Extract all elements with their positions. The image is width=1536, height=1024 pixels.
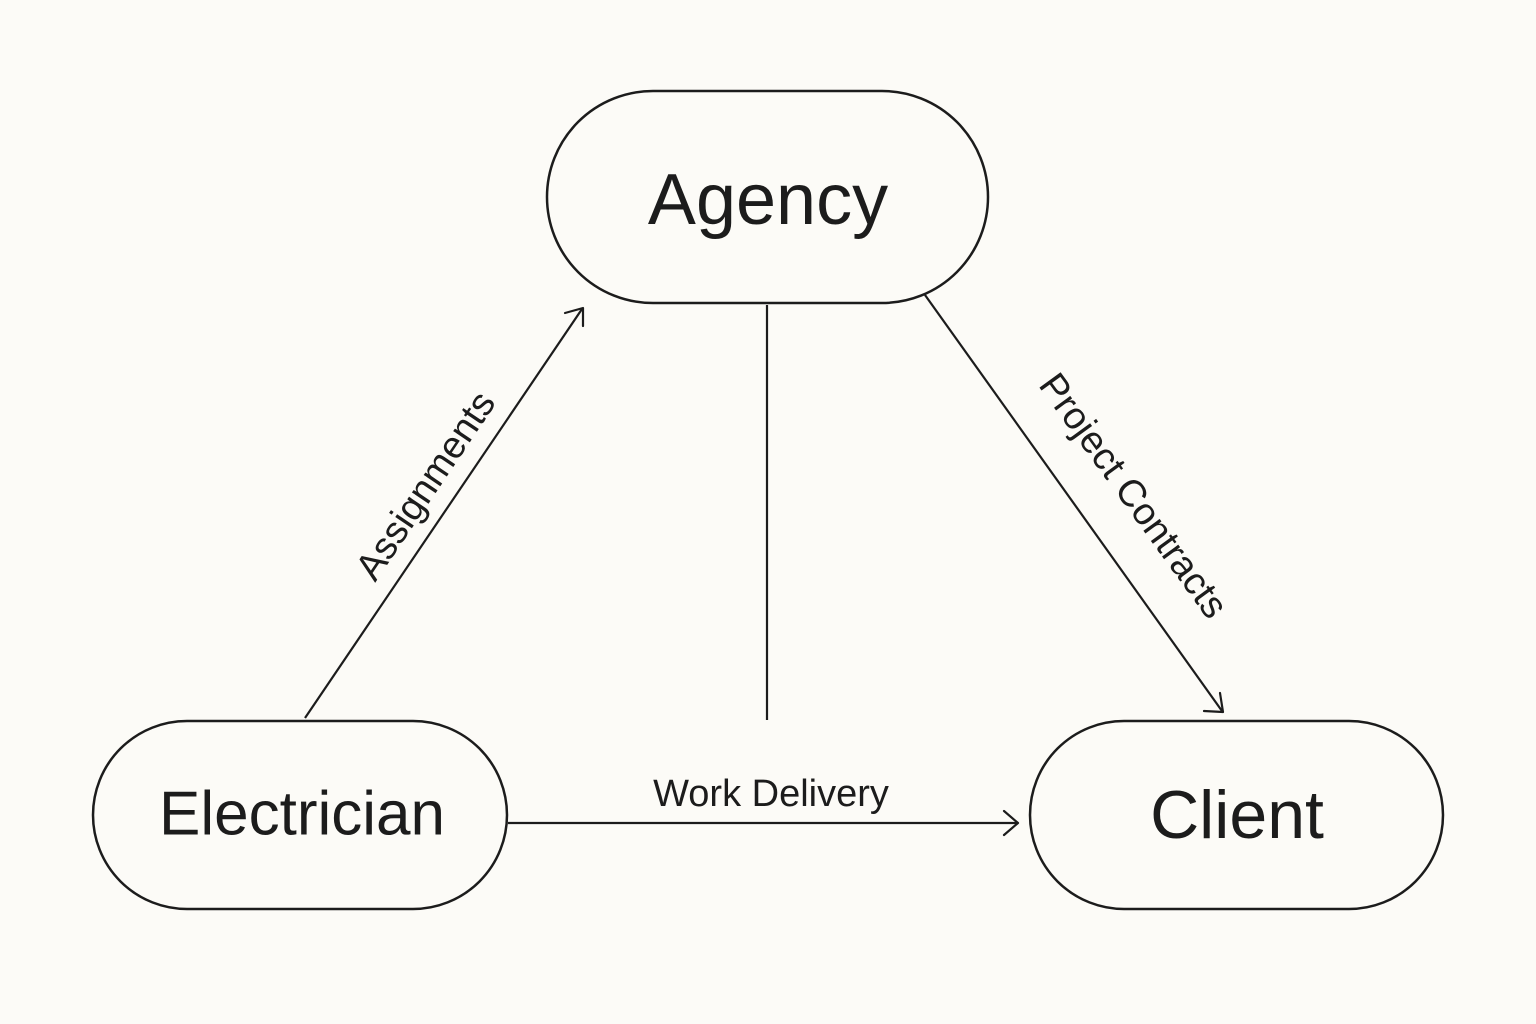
work-delivery-label: Work Delivery xyxy=(653,773,889,815)
work-delivery-arrowhead xyxy=(1002,809,1020,837)
assignments-label: Assignments xyxy=(348,384,504,588)
electrician-pill xyxy=(91,719,509,911)
edge-assignments xyxy=(304,306,585,719)
edge-work-delivery xyxy=(508,809,1020,837)
client-pill xyxy=(1028,719,1445,911)
node-client: Client xyxy=(1028,719,1445,911)
assignments-line xyxy=(304,308,583,719)
node-agency: Agency xyxy=(545,89,990,305)
edge-project-contracts xyxy=(924,294,1225,714)
agency-label: Agency xyxy=(648,160,888,240)
project-contracts-arrowhead xyxy=(1202,691,1225,714)
client-label: Client xyxy=(1150,777,1324,853)
node-electrician: Electrician xyxy=(91,719,509,911)
project-contracts-line xyxy=(924,294,1223,712)
agency-pill xyxy=(545,89,990,305)
electrician-label: Electrician xyxy=(159,780,445,849)
assignments-arrowhead xyxy=(563,306,585,328)
